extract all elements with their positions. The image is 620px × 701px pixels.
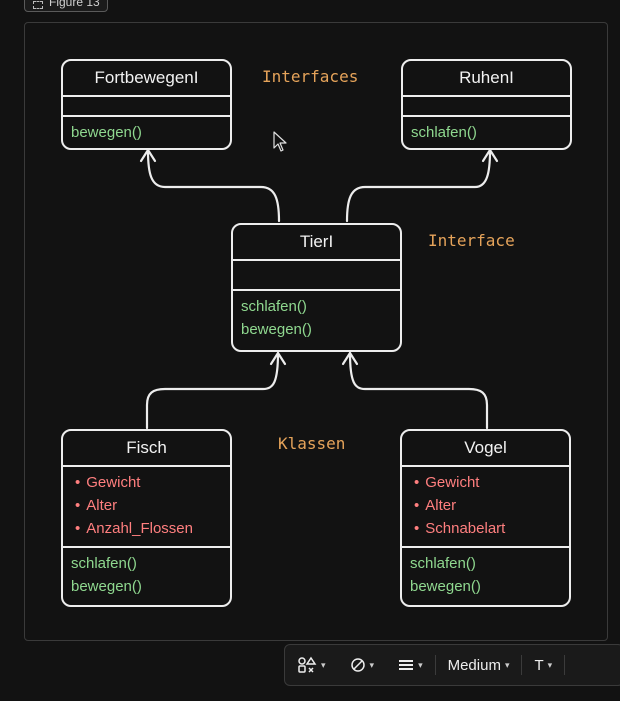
method-item: schlafen() — [71, 555, 137, 572]
attribute-section: •Gewicht •Alter •Anzahl_Flossen — [63, 467, 230, 548]
figure-icon — [33, 1, 43, 9]
method-item: bewegen() — [71, 124, 142, 141]
attribute-item: •Schnabelart — [414, 520, 506, 537]
attribute-item: •Gewicht — [75, 474, 141, 491]
note-interfaces: Interfaces — [262, 67, 359, 86]
text-dropdown[interactable]: T ▾ — [522, 645, 564, 685]
method-item: bewegen() — [71, 578, 142, 595]
note-klassen: Klassen — [278, 434, 346, 453]
note-interface: Interface — [428, 231, 515, 250]
chevron-down-icon: ▾ — [547, 659, 553, 670]
arrowhead-ruhen — [481, 148, 499, 163]
arrowhead-fortbewegen — [139, 148, 157, 163]
method-item: bewegen() — [410, 578, 481, 595]
method-item: bewegen() — [241, 321, 312, 338]
align-icon — [399, 660, 414, 670]
chevron-down-icon: ▾ — [369, 659, 375, 670]
method-item: schlafen() — [241, 298, 307, 315]
arrow-vogel-to-tier — [348, 351, 489, 430]
size-label: Medium — [447, 656, 501, 674]
method-item: schlafen() — [410, 555, 476, 572]
method-item: schlafen() — [411, 124, 477, 141]
arrow-tier-to-ruhen — [345, 149, 492, 223]
method-section: schlafen() bewegen() — [233, 291, 400, 347]
size-dropdown[interactable]: Medium ▾ — [436, 645, 522, 685]
chevron-down-icon: ▾ — [321, 659, 326, 670]
attribute-section: •Gewicht •Alter •Schnabelart — [402, 467, 569, 548]
class-box-fisch[interactable]: Fisch •Gewicht •Alter •Anzahl_Flossen sc… — [61, 429, 232, 607]
attribute-section — [233, 261, 400, 291]
class-title: FortbewegenI — [63, 61, 230, 97]
toolbar-divider — [434, 655, 436, 675]
arrow-fisch-to-tier — [145, 351, 280, 430]
class-box-fortbewegen[interactable]: FortbewegenI bewegen() — [61, 59, 232, 150]
class-title: Vogel — [402, 431, 569, 467]
no-stroke-icon — [350, 658, 365, 672]
align-button[interactable]: ▾ — [386, 645, 435, 685]
arrow-tier-to-fortbewegen — [146, 149, 281, 223]
chevron-down-icon: ▾ — [418, 659, 423, 670]
attribute-item: •Anzahl_Flossen — [75, 520, 193, 537]
class-title: RuhenI — [403, 61, 570, 97]
class-box-tier[interactable]: TierI schlafen() bewegen() — [231, 223, 402, 352]
stroke-button[interactable]: ▾ — [338, 645, 387, 685]
toolbar-divider — [521, 655, 523, 675]
arrowhead-tier-left — [269, 351, 287, 366]
figure-tab[interactable]: Figure 13 — [24, 0, 108, 12]
method-section: schlafen() bewegen() — [63, 548, 230, 604]
attribute-item: •Gewicht — [414, 474, 480, 491]
class-box-ruhen[interactable]: RuhenI schlafen() — [401, 59, 572, 150]
attribute-section — [403, 97, 570, 117]
method-section: bewegen() — [63, 117, 230, 150]
shapes-button[interactable]: ▾ — [285, 645, 338, 685]
figure-tab-label: Figure 13 — [49, 0, 100, 9]
attribute-item: •Alter — [414, 497, 457, 514]
attribute-section — [63, 97, 230, 117]
class-box-vogel[interactable]: Vogel •Gewicht •Alter •Schnabelart schla… — [400, 429, 571, 607]
chevron-down-icon: ▾ — [504, 659, 510, 670]
text-label: T — [534, 656, 544, 674]
shapes-icon — [298, 656, 317, 673]
method-section: schlafen() bewegen() — [402, 548, 569, 604]
method-section: schlafen() — [403, 117, 570, 150]
diagram-canvas: FortbewegenI bewegen() RuhenI schlafen()… — [24, 22, 608, 641]
style-toolbar: ▾ ▾ ▾ Medium ▾ T ▾ — [284, 644, 620, 686]
class-title: Fisch — [63, 431, 230, 467]
attribute-item: •Alter — [75, 497, 118, 514]
arrowhead-tier-right — [341, 351, 359, 366]
mouse-cursor-icon — [273, 131, 287, 152]
toolbar-divider — [564, 655, 566, 675]
class-title: TierI — [233, 225, 400, 261]
inheritance-arrows — [139, 148, 499, 430]
